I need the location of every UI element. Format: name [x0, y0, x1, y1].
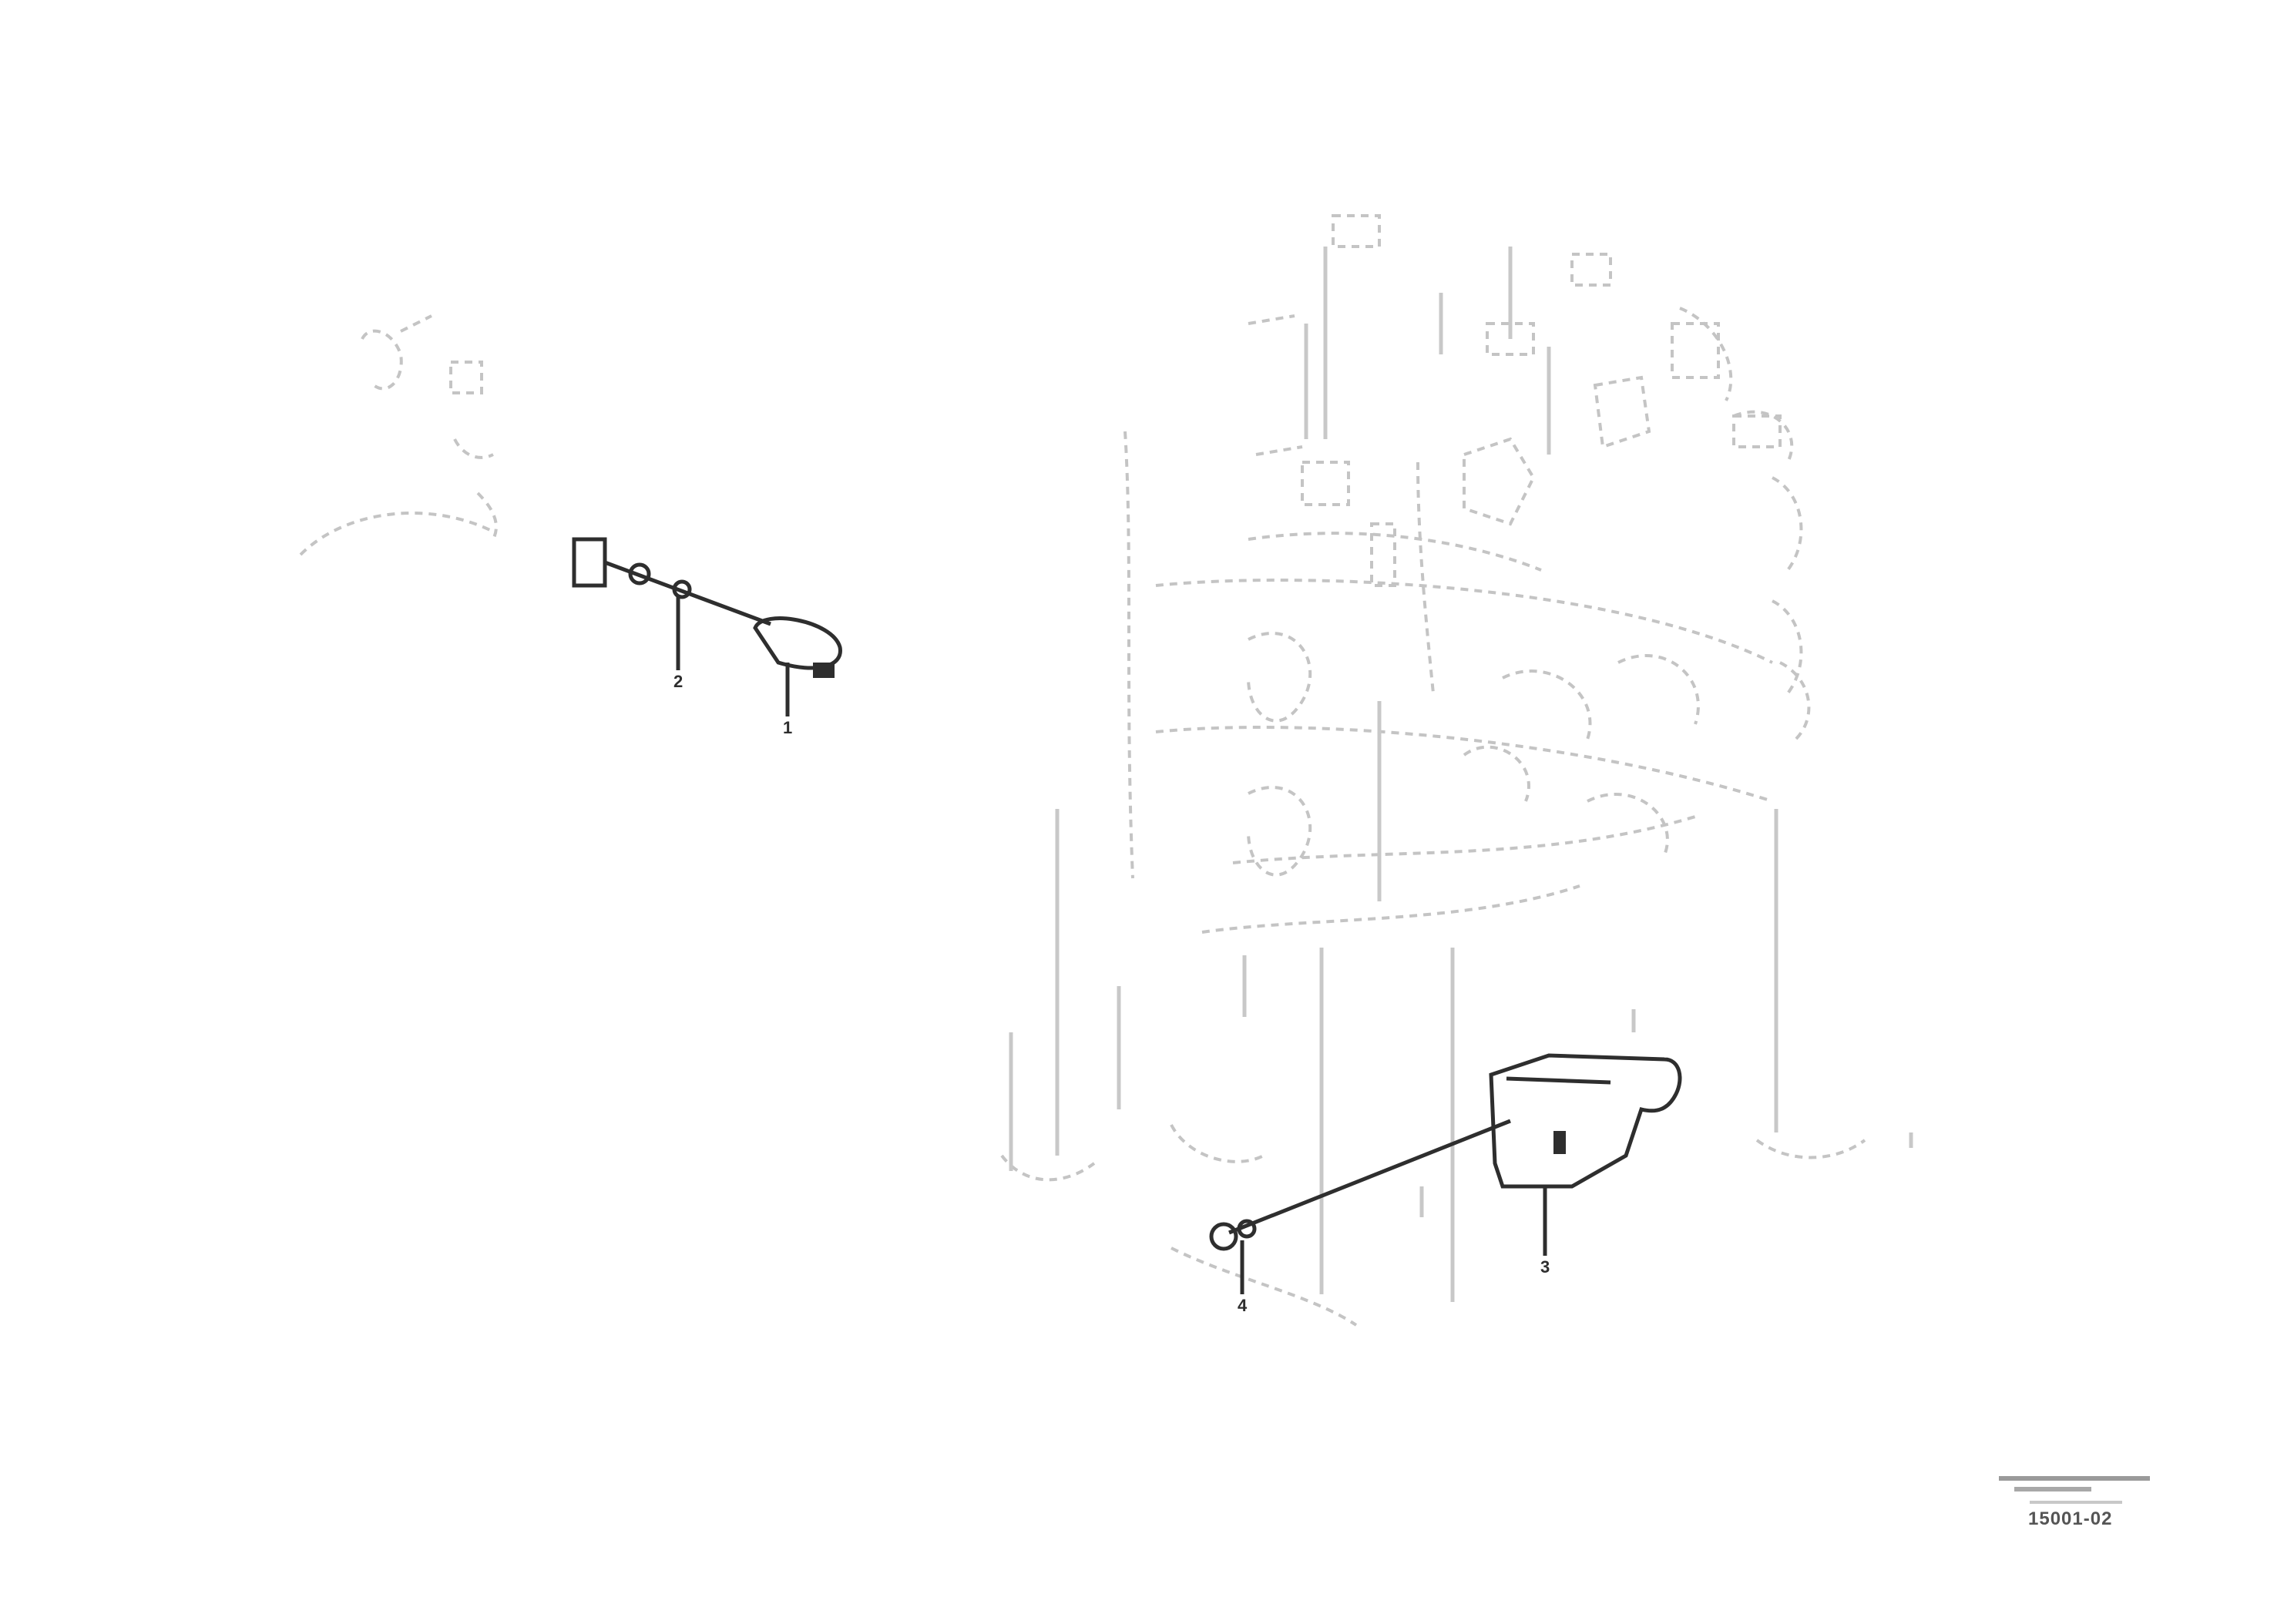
control-valve-body — [1000, 307, 1866, 1327]
stamp-line — [1999, 1476, 2150, 1481]
bottom-pipe-fitting — [1209, 1222, 1238, 1251]
callout-3: 3 — [1540, 1257, 1550, 1277]
left-background-parts — [299, 314, 498, 556]
left-connector — [628, 562, 651, 586]
left-nut — [672, 579, 692, 599]
left-pipe-assembly: 2 1 — [572, 537, 842, 737]
left-pipe-clamp — [753, 616, 842, 670]
bottom-pipe-assembly: 4 3 — [1209, 1053, 1682, 1315]
callout-1: 1 — [783, 718, 792, 737]
callout-4: 4 — [1238, 1296, 1248, 1315]
bracket-edge — [1506, 1076, 1611, 1085]
bottom-pipe-nut — [1237, 1219, 1257, 1239]
top-fittings — [1248, 214, 1782, 901]
left-clamp-tab — [813, 663, 835, 678]
bottom-pipe — [1228, 1119, 1511, 1235]
bottom-bracket — [1489, 1053, 1682, 1189]
bracket-bolt — [1553, 1131, 1566, 1154]
drawing-stamp: 15001-02 — [1999, 1470, 2153, 1547]
callout-2: 2 — [673, 672, 683, 691]
left-fitting-block — [572, 537, 607, 588]
drawing-number: 15001-02 — [2028, 1508, 2113, 1529]
tie-rods — [1009, 809, 1913, 1302]
stamp-line — [2014, 1487, 2091, 1491]
stamp-line — [2030, 1501, 2122, 1504]
